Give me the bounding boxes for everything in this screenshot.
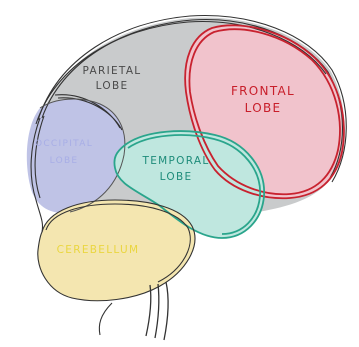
occipital-lobe-label: OCCIPITAL [35,139,93,149]
occipital-lobe-label-line2: LOBE [50,156,79,166]
temporal-lobe-label: TEMPORAL [141,155,209,167]
frontal-lobe-label-line2: LOBE [245,101,282,115]
parietal-lobe-label: PARIETAL [83,65,142,77]
frontal-lobe-label: FRONTAL [231,84,295,98]
temporal-lobe-label-line2: LOBE [160,171,193,183]
parietal-lobe-label-line2: LOBE [96,80,129,92]
cerebellum-label: CEREBELLUM [57,244,140,256]
